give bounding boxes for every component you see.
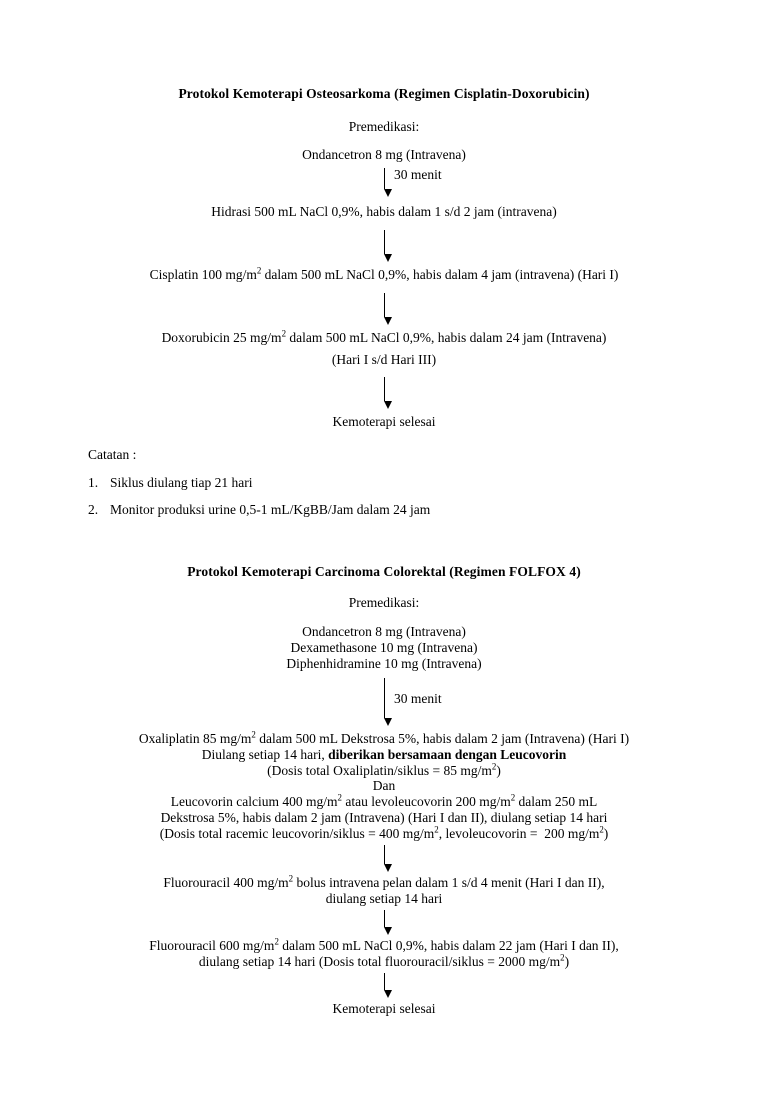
protocol-2-arrow-3: [88, 909, 680, 936]
protocol-1-note-item-2: 2. Monitor produksi urine 0,5-1 mL/KgBB/…: [88, 502, 680, 518]
protocol-1-step-doxorubicin: Doxorubicin 25 mg/m2 dalam 500 mL NaCl 0…: [88, 328, 680, 346]
down-arrow-icon: [383, 292, 392, 325]
protocol-1-step-doxorubicin-days: (Hari I s/d Hari III): [331, 352, 437, 368]
protocol-2-title: Protokol Kemoterapi Carcinoma Colorektal…: [187, 563, 581, 579]
oxaliplatin-text-a: Oxaliplatin 85 mg/m: [138, 730, 252, 746]
protocol-1-note-item-1: 1. Siklus diulang tiap 21 hari: [88, 475, 680, 491]
fu600-sup: 2: [274, 936, 279, 947]
protocol-1-finish: Kemoterapi selesai: [332, 413, 436, 429]
leucovorin-l1-a: Leucovorin calcium 400 mg/m: [170, 794, 338, 810]
note-number: 1.: [88, 474, 99, 490]
down-arrow-icon: [383, 845, 392, 873]
fu600-b: dalam 500 mL NaCl 0,9%, habis dalam 22 j…: [278, 937, 619, 953]
oxaliplatin-line3-b: ): [496, 762, 501, 778]
oxaliplatin-text-b: dalam 500 mL Dekstrosa 5%, habis dalam 2…: [255, 730, 630, 746]
protocol-1-arrow-4: [88, 376, 680, 409]
doxorubicin-text-b: dalam 500 mL NaCl 0,9%, habis dalam 24 j…: [286, 329, 607, 345]
leucovorin-l1-sup2: 2: [510, 792, 516, 803]
down-arrow-icon: [383, 167, 392, 198]
oxaliplatin-line3-a: (Dosis total Oxaliplatin/siklus = 85 mg/…: [267, 762, 492, 778]
protocol-2-finish: Kemoterapi selesai: [332, 1000, 436, 1016]
leucovorin-l3-sup2: 2: [599, 824, 604, 835]
protocol-2-arrow-1: 30 menit: [88, 677, 680, 726]
protocol-1-premedication-label: Premedikasi:: [348, 118, 420, 134]
fu600-a: Fluorouracil 600 mg/m: [149, 937, 275, 953]
document-page: Protokol Kemoterapi Osteosarkoma (Regime…: [0, 86, 768, 1110]
protocol-2-step-oxaliplatin: Oxaliplatin 85 mg/m2 dalam 500 mL Dekstr…: [88, 729, 680, 747]
leucovorin-l1-sup1: 2: [337, 792, 342, 803]
fu600-l2-b: ): [564, 953, 570, 969]
note-text: Siklus diulang tiap 21 hari: [110, 474, 253, 490]
protocol-2-leucovorin-line1: Leucovorin calcium 400 mg/m2 atau levole…: [88, 792, 680, 810]
protocol-folfox4: Protokol Kemoterapi Carcinoma Colorektal…: [88, 564, 680, 1017]
protocol-2-dan: Dan: [372, 778, 396, 794]
protocol-1-step-cisplatin: Cisplatin 100 mg/m2 dalam 500 mL NaCl 0,…: [88, 265, 680, 283]
oxaliplatin-line2-plain: Diulang setiap 14 hari,: [201, 746, 329, 762]
down-arrow-icon: [383, 909, 392, 936]
down-arrow-icon: [383, 230, 392, 263]
protocol-osteosarkoma: Protokol Kemoterapi Osteosarkoma (Regime…: [88, 86, 680, 519]
leucovorin-l1-b: atau levoleucovorin 200 mg/m: [342, 794, 511, 810]
fu600-l2-sup: 2: [560, 952, 565, 963]
oxaliplatin-line3-sup: 2: [491, 761, 497, 772]
leucovorin-l1-c: dalam 250 mL: [515, 794, 598, 810]
fu600-l2-a: diulang setiap 14 hari (Dosis total fluo…: [198, 953, 561, 969]
protocol-2-oxaliplatin-line3: (Dosis total Oxaliplatin/siklus = 85 mg/…: [88, 761, 680, 779]
down-arrow-icon: [383, 376, 392, 409]
protocol-2-arrow-2: [88, 845, 680, 873]
protocol-2-premedication-item-1: Dexamethasone 10 mg (Intravena): [290, 639, 478, 655]
oxaliplatin-line2-bold: diberikan bersamaan dengan Leucovorin: [328, 746, 567, 762]
protocol-1-title: Protokol Kemoterapi Osteosarkoma (Regime…: [178, 86, 590, 101]
leucovorin-l3-sup1: 2: [434, 824, 439, 835]
protocol-2-premedication-item-2: Diphenhidramine 10 mg (Intravena): [286, 655, 482, 671]
protocol-2-leucovorin-line3: (Dosis total racemic leucovorin/siklus =…: [88, 824, 680, 842]
cisplatin-text-a: Cisplatin 100 mg/m: [149, 267, 257, 283]
doxorubicin-sup: 2: [281, 328, 287, 339]
protocol-2-fu400-line2: diulang setiap 14 hari: [325, 891, 443, 907]
protocol-2-arrow-4: [88, 972, 680, 999]
fu400-a: Fluorouracil 400 mg/m: [163, 875, 289, 891]
protocol-2-leucovorin-line2: Dekstrosa 5%, habis dalam 2 jam (Intrave…: [160, 810, 608, 826]
fu400-b: bolus intravena pelan dalam 1 s/d 4 meni…: [293, 875, 605, 891]
protocol-2-arrow-1-label: 30 menit: [394, 690, 442, 706]
protocol-2-premedication-label: Premedikasi:: [348, 595, 420, 611]
protocol-1-arrow-3: [88, 292, 680, 325]
protocol-1-arrow-1: 30 menit: [88, 168, 680, 198]
protocol-1-premedication-item-0: Ondancetron 8 mg (Intravena): [302, 147, 466, 163]
protocol-2-fu600-line2: diulang setiap 14 hari (Dosis total fluo…: [88, 952, 680, 970]
leucovorin-l3-c: ): [603, 826, 609, 842]
note-number: 2.: [88, 502, 99, 518]
protocol-2-fu600-line1: Fluorouracil 600 mg/m2 dalam 500 mL NaCl…: [88, 936, 680, 954]
cisplatin-text-b: dalam 500 mL NaCl 0,9%, habis dalam 4 ja…: [261, 267, 619, 283]
cisplatin-sup: 2: [256, 265, 262, 276]
note-text: Monitor produksi urine 0,5-1 mL/KgBB/Jam…: [110, 502, 431, 518]
leucovorin-l3-a: (Dosis total racemic leucovorin/siklus =…: [159, 826, 435, 842]
down-arrow-icon: [383, 677, 392, 726]
fu400-sup: 2: [288, 873, 294, 884]
protocol-2-oxaliplatin-line2: Diulang setiap 14 hari, diberikan bersam…: [88, 747, 680, 763]
protocol-1-arrow-2: [88, 230, 680, 263]
protocol-2-premedication-item-0: Ondancetron 8 mg (Intravena): [302, 623, 466, 639]
protocol-1-notes-label: Catatan :: [88, 447, 137, 463]
protocol-1-step-hidrasi: Hidrasi 500 mL NaCl 0,9%, habis dalam 1 …: [211, 203, 557, 219]
oxaliplatin-sup: 2: [251, 729, 256, 740]
protocol-1-arrow-1-label: 30 menit: [394, 166, 442, 182]
protocol-2-fu400-line1: Fluorouracil 400 mg/m2 bolus intravena p…: [88, 873, 680, 891]
doxorubicin-text-a: Doxorubicin 25 mg/m: [161, 329, 282, 345]
leucovorin-l3-b: , levoleucovorin = 200 mg/m: [438, 826, 600, 842]
down-arrow-icon: [383, 972, 392, 999]
